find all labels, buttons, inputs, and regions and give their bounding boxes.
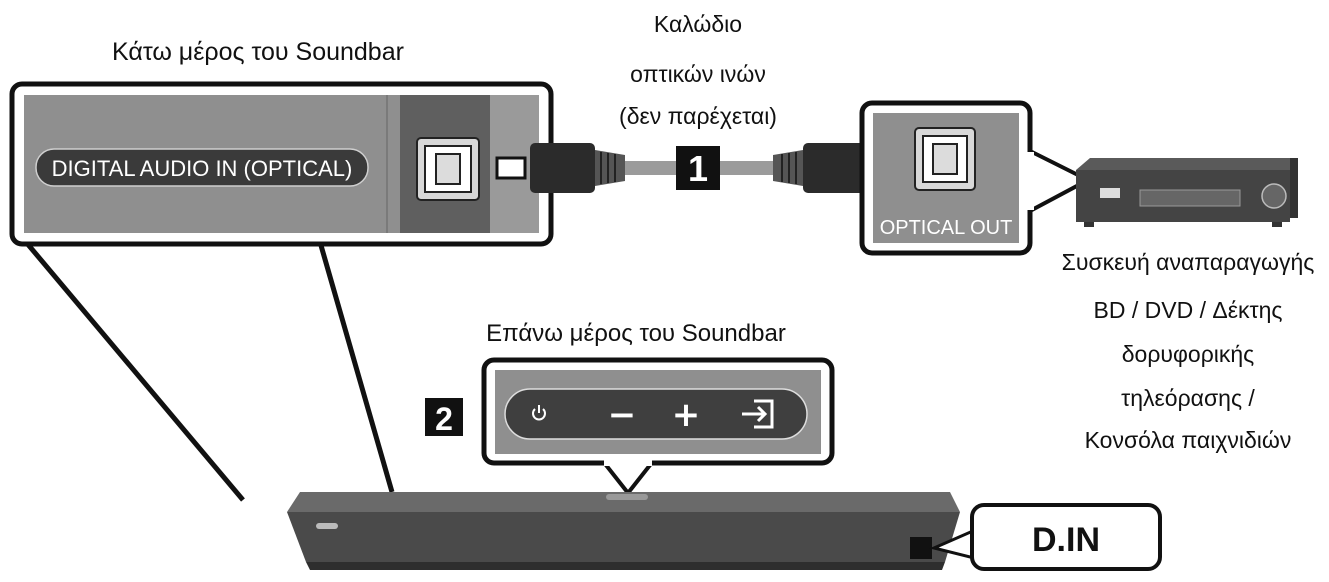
display-callout: D.IN: [929, 503, 1162, 571]
device-line-5: Κονσόλα παιχνιδιών: [1085, 427, 1292, 453]
step-2-badge: 2: [425, 398, 463, 437]
player-device-icon: [1076, 158, 1298, 227]
top-of-soundbar-title: Επάνω μέρος του Soundbar: [486, 320, 786, 347]
device-callout: [859, 100, 1093, 256]
source-input-icon: [742, 399, 774, 429]
cable-label-line1: Καλώδιο: [654, 11, 742, 37]
step-1-number: 1: [688, 148, 708, 189]
display-d-in-text: D.IN: [1032, 521, 1100, 559]
optical-out-text: OPTICAL OUT: [880, 217, 1013, 239]
volume-up-button[interactable]: +: [672, 395, 701, 435]
optical-cable: [495, 143, 899, 193]
cable-label-line3: (δεν παρέχεται): [619, 103, 777, 129]
digital-audio-in-label: DIGITAL AUDIO IN (OPTICAL): [35, 148, 369, 187]
cable-label-line2: οπτικών ινών: [630, 61, 766, 87]
volume-down-button[interactable]: −: [608, 395, 637, 435]
cable-label: Καλώδιο οπτικών ινών (δεν παρέχεται): [619, 11, 777, 129]
device-line-1: Συσκευή αναπαραγωγής: [1062, 249, 1315, 275]
device-line-4: τηλεόρασης /: [1121, 385, 1255, 411]
step-1-badge: 1: [676, 146, 720, 190]
bottom-of-soundbar-title: Κάτω μέρος του Soundbar: [112, 38, 404, 66]
soundbar-button-panel: − +: [504, 388, 808, 440]
device-line-2: BD / DVD / Δέκτης: [1094, 297, 1283, 323]
device-optical-port: [914, 127, 976, 191]
device-line-3: δορυφορικής: [1122, 341, 1255, 367]
device-description: Συσκευή αναπαραγωγής BD / DVD / Δέκτης δ…: [1062, 249, 1315, 453]
power-button[interactable]: [532, 405, 546, 421]
digital-audio-in-text: DIGITAL AUDIO IN (OPTICAL): [52, 156, 353, 181]
step-2-number: 2: [435, 401, 453, 437]
soundbar: [287, 492, 960, 570]
soundbar-optical-port: [416, 137, 480, 201]
source-button[interactable]: [742, 399, 774, 429]
power-icon: [532, 405, 546, 421]
